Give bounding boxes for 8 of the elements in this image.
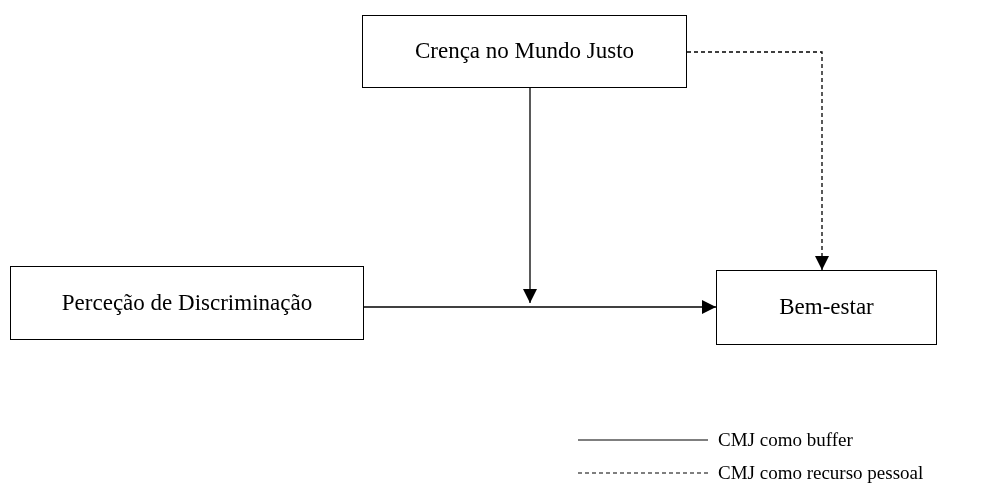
dashed-arrow [686,51,829,271]
legend-text: CMJ como buffer [718,430,853,449]
legend-text: CMJ como recurso pessoal [718,463,924,482]
concept-box: Perceção de Discriminação [10,266,364,340]
concept-box: Bem-estar [716,270,937,345]
arrow [523,87,537,304]
arrow [363,300,717,314]
concept-box: Crença no Mundo Justo [362,15,687,88]
